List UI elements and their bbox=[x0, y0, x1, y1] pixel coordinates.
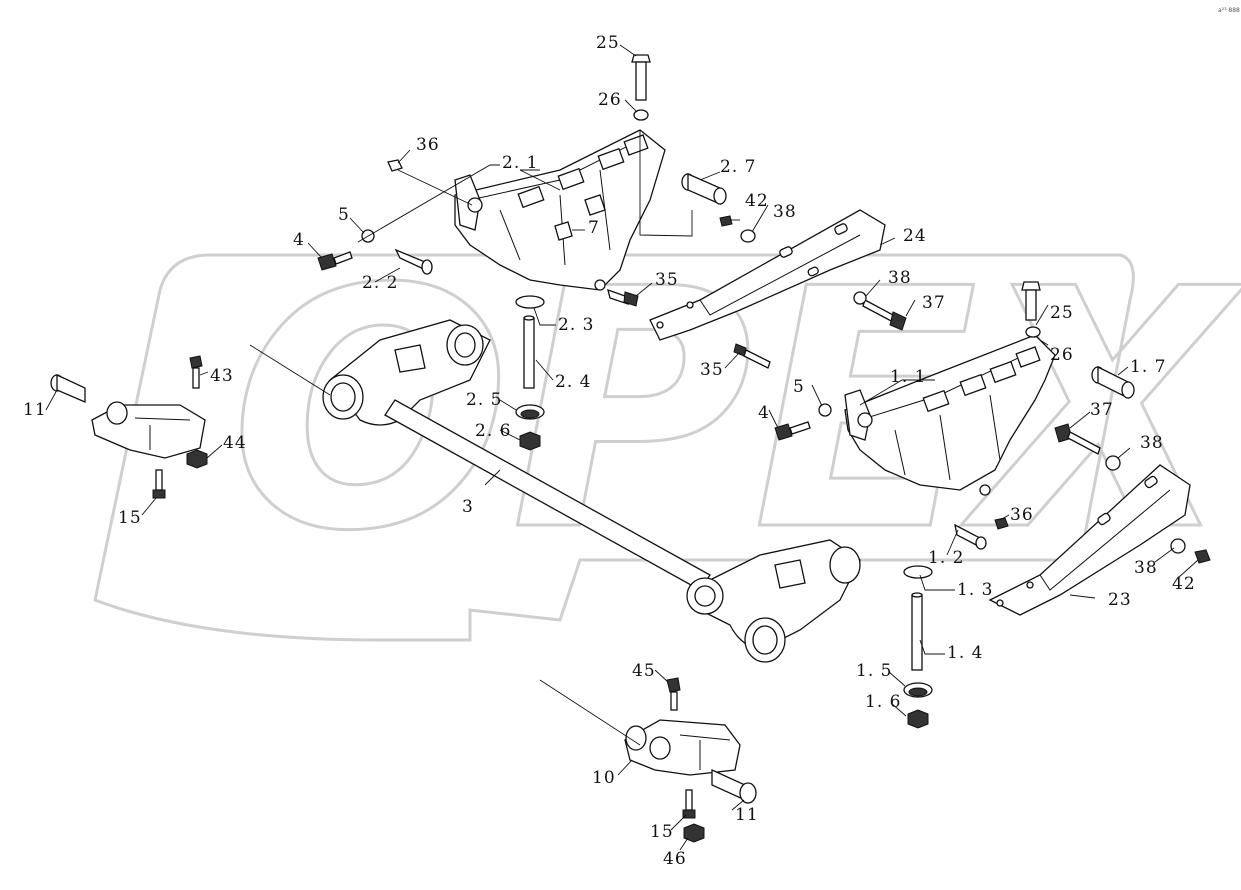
bolt-15-left bbox=[152, 469, 166, 499]
callout-26-lower: 26 bbox=[1050, 345, 1074, 365]
bolt-11-lower bbox=[711, 768, 757, 804]
washer-26-upper bbox=[633, 109, 649, 121]
corner-note: a²³ 888 bbox=[1218, 7, 1240, 14]
callout-1-5: 1. 5 bbox=[856, 661, 892, 681]
callout-45: 45 bbox=[632, 661, 656, 681]
bushing-2-5 bbox=[515, 404, 545, 420]
callout-2-6: 2. 6 bbox=[475, 421, 511, 441]
callout-2-5: 2. 5 bbox=[466, 390, 502, 410]
callout-1-6: 1. 6 bbox=[865, 692, 901, 712]
callout-25-upper: 25 bbox=[596, 33, 620, 53]
bushing-1-5 bbox=[903, 682, 933, 698]
callout-labels: 25 26 36 2. 1 2. 7 42 38 24 5 4 7 2. 2 3… bbox=[23, 33, 1196, 869]
pad-1-3 bbox=[903, 565, 933, 579]
callout-24: 24 bbox=[903, 226, 927, 246]
pad-2-3 bbox=[515, 295, 545, 309]
bolt-45 bbox=[666, 677, 681, 711]
callout-38-mid: 38 bbox=[888, 268, 912, 288]
nut-42-upper bbox=[719, 215, 733, 227]
pin-1-2 bbox=[954, 523, 987, 550]
callout-2-4: 2. 4 bbox=[555, 372, 591, 392]
callout-2-1: 2. 1 bbox=[502, 153, 538, 173]
callout-36-lower: 36 bbox=[1010, 505, 1034, 525]
rail-24 bbox=[649, 209, 886, 341]
bracket-left-assembly bbox=[454, 129, 666, 291]
washer-26-lower bbox=[1025, 326, 1041, 338]
washer-5-lower bbox=[818, 403, 832, 417]
bolt-4-lower bbox=[774, 421, 811, 441]
bolt-4-upper bbox=[317, 251, 353, 271]
rail-23 bbox=[988, 464, 1191, 616]
callout-1-1: 1. 1 bbox=[890, 367, 926, 387]
bolt-25-upper bbox=[631, 54, 651, 101]
callout-37-lower: 37 bbox=[1090, 400, 1114, 420]
callout-23: 23 bbox=[1108, 590, 1132, 610]
callout-42-lower: 42 bbox=[1172, 574, 1196, 594]
callout-1-7: 1. 7 bbox=[1130, 357, 1166, 377]
callout-11-lower: 11 bbox=[735, 805, 759, 825]
nut-36-upper bbox=[387, 159, 403, 172]
pin-2-2 bbox=[394, 248, 433, 275]
bolt-43 bbox=[189, 355, 203, 389]
callout-2-3: 2. 3 bbox=[558, 315, 594, 335]
callout-42-upper: 42 bbox=[745, 191, 769, 211]
bolt-35-lower bbox=[733, 343, 771, 369]
callout-38-right: 38 bbox=[1140, 433, 1164, 453]
nut-2-6 bbox=[519, 431, 541, 451]
callout-35-lower: 35 bbox=[700, 360, 724, 380]
nut-1-6 bbox=[907, 709, 929, 729]
callout-10: 10 bbox=[592, 768, 616, 788]
nut-44 bbox=[186, 449, 208, 469]
bolt-7 bbox=[554, 221, 573, 241]
callout-38-rail: 38 bbox=[1134, 558, 1158, 578]
callout-26-upper: 26 bbox=[598, 90, 622, 110]
callout-7: 7 bbox=[588, 218, 600, 238]
leader-lines bbox=[45, 44, 1199, 851]
callout-46: 46 bbox=[663, 849, 687, 869]
bolt-37-lower bbox=[1054, 423, 1101, 455]
bolt-37-upper bbox=[862, 299, 907, 331]
callout-35-upper: 35 bbox=[655, 270, 679, 290]
callout-15-left: 15 bbox=[118, 508, 142, 528]
callout-1-2: 1. 2 bbox=[928, 548, 964, 568]
hanger-lower bbox=[624, 719, 741, 776]
callout-44: 44 bbox=[223, 433, 247, 453]
washer-38-rail bbox=[1170, 538, 1186, 554]
pin-2-7 bbox=[681, 173, 727, 205]
bolt-25-lower bbox=[1021, 281, 1041, 321]
callout-15-lower: 15 bbox=[650, 822, 674, 842]
axle-3 bbox=[322, 319, 861, 663]
nut-42-lower bbox=[1194, 549, 1211, 564]
washer-38-mid bbox=[853, 291, 867, 305]
callout-36-upper: 36 bbox=[416, 135, 440, 155]
bolt-35-upper bbox=[607, 288, 639, 307]
hanger-left bbox=[91, 401, 206, 459]
callout-25-lower: 25 bbox=[1050, 303, 1074, 323]
callout-11-left: 11 bbox=[23, 400, 47, 420]
callout-1-3: 1. 3 bbox=[957, 580, 993, 600]
callout-2-2: 2. 2 bbox=[362, 273, 398, 293]
bolt-11-left bbox=[50, 373, 86, 403]
bolt-15-lower bbox=[682, 789, 696, 819]
callout-43: 43 bbox=[210, 366, 234, 386]
bracket-right-assembly bbox=[844, 334, 1056, 496]
callout-4-lower: 4 bbox=[758, 403, 770, 423]
callout-4-upper: 4 bbox=[293, 230, 305, 250]
callout-5-upper: 5 bbox=[338, 205, 350, 225]
nut-46 bbox=[683, 823, 705, 843]
shaft-2-4 bbox=[523, 315, 535, 389]
washer-38-right bbox=[1105, 455, 1121, 471]
callout-38-upper: 38 bbox=[773, 202, 797, 222]
washer-38-upper bbox=[740, 229, 756, 243]
callout-1-4: 1. 4 bbox=[947, 643, 983, 663]
callout-3: 3 bbox=[462, 497, 474, 517]
callout-37-upper: 37 bbox=[922, 293, 946, 313]
callout-2-7: 2. 7 bbox=[720, 157, 756, 177]
shaft-1-4 bbox=[911, 592, 923, 671]
callout-5-lower: 5 bbox=[793, 377, 805, 397]
pin-1-7 bbox=[1091, 365, 1135, 400]
